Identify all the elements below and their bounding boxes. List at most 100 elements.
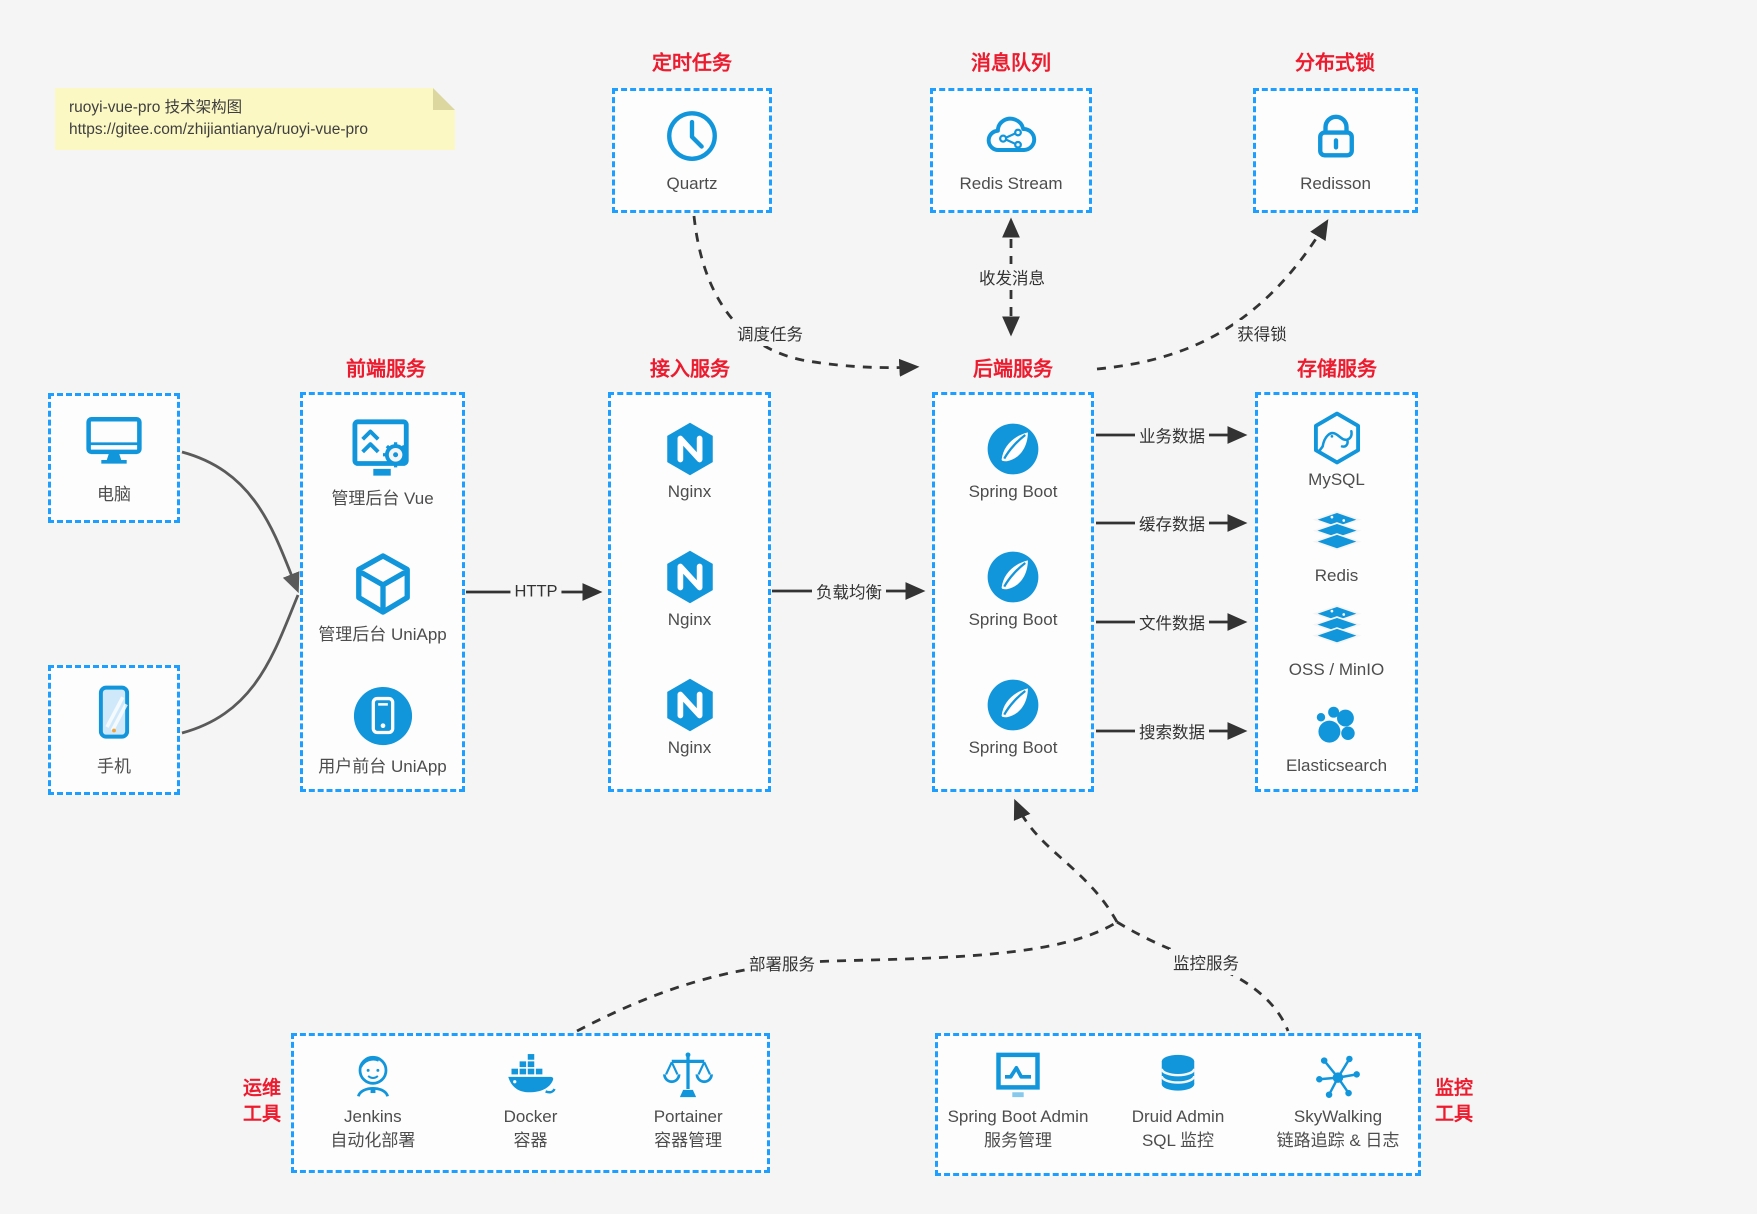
- nginx-hexagon-icon: [662, 677, 718, 733]
- ops-item-jenkins: Jenkins 自动化部署: [294, 1050, 452, 1153]
- gateway-item-nginx-3: Nginx: [611, 677, 768, 758]
- node-label-nginx-3: Nginx: [667, 738, 712, 757]
- edge-label-cache-data: 缓存数据: [1135, 510, 1209, 536]
- client-pc-box: 电脑: [48, 393, 180, 523]
- node-label-nginx-1: Nginx: [667, 482, 712, 501]
- clock-icon: [664, 108, 720, 164]
- monitor-pulse-icon: [992, 1050, 1044, 1102]
- node-label-mobile: 手机: [97, 756, 131, 776]
- mysql-dolphin-icon: [1310, 411, 1364, 465]
- node-label-docker: Docker 容器: [504, 1105, 558, 1153]
- smartphone-icon: [86, 684, 142, 742]
- group-title-message-queue: 消息队列: [971, 52, 1051, 75]
- note-url: https://gitee.com/zhijiantianya/ruoyi-vu…: [69, 121, 368, 138]
- node-label-elasticsearch: Elasticsearch: [1285, 756, 1388, 775]
- monitoring-label-line2: 工具: [1434, 1104, 1473, 1125]
- docker-whale-icon: [505, 1050, 557, 1102]
- node-label-redis-stream: Redis Stream: [959, 173, 1063, 193]
- node-label-admin-vue: 管理后台 Vue: [331, 489, 434, 508]
- edge-label-acquire-lock: 获得锁: [1233, 320, 1291, 346]
- group-title-frontend: 前端服务: [346, 358, 426, 381]
- ops-item-portainer: Portainer 容器管理: [609, 1050, 767, 1153]
- node-label-user-uniapp: 用户前台 UniApp: [318, 757, 447, 776]
- node-label-jenkins: Jenkins 自动化部署: [330, 1105, 415, 1153]
- node-label-redis: Redis: [1314, 566, 1359, 585]
- node-label-portainer: Portainer 容器管理: [654, 1105, 723, 1153]
- message-queue-box: Redis Stream: [930, 88, 1092, 213]
- druid-desc: SQL 监控: [1141, 1131, 1215, 1150]
- jenkins-name: Jenkins: [344, 1107, 402, 1126]
- node-label-mysql: MySQL: [1308, 470, 1365, 489]
- storage-stack-icon: [1310, 601, 1364, 655]
- group-title-storage: 存储服务: [1297, 358, 1377, 381]
- elasticsearch-cluster-icon: [1310, 697, 1364, 751]
- storage-item-mysql: MySQL: [1258, 411, 1415, 490]
- sba-name: Spring Boot Admin: [947, 1107, 1089, 1126]
- distributed-lock-box: Redisson: [1253, 88, 1418, 213]
- cube-icon: [352, 553, 414, 615]
- sba-desc: 服务管理: [984, 1131, 1052, 1150]
- group-title-gateway: 接入服务: [650, 358, 730, 381]
- node-label-spring-1: Spring Boot: [968, 482, 1058, 501]
- skywalking-desc: 链路追踪 & 日志: [1276, 1131, 1400, 1150]
- backend-item-spring-1: Spring Boot: [935, 421, 1091, 502]
- nginx-hexagon-icon: [662, 421, 718, 477]
- node-label-spring-3: Spring Boot: [968, 738, 1058, 757]
- node-label-pc: 电脑: [97, 484, 131, 504]
- monitoring-label-line1: 监控: [1434, 1078, 1473, 1099]
- edge-label-search-data: 搜索数据: [1135, 718, 1209, 744]
- scales-icon: [662, 1050, 714, 1102]
- gateway-item-nginx-2: Nginx: [611, 549, 768, 630]
- sticky-note: ruoyi-vue-pro 技术架构图 https://gitee.com/zh…: [55, 88, 455, 150]
- ops-tools-side-label: 运维 工具: [232, 1076, 292, 1128]
- ops-tools-box: Jenkins 自动化部署 Docker 容器 Portainer 容器管理: [291, 1033, 770, 1173]
- node-label-oss-minio: OSS / MinIO: [1288, 660, 1385, 679]
- monitoring-item-skywalking: SkyWalking 链路追踪 & 日志: [1258, 1050, 1418, 1153]
- edge-label-http: HTTP: [510, 581, 562, 603]
- node-label-spring-2: Spring Boot: [968, 610, 1058, 629]
- node-label-nginx-2: Nginx: [667, 610, 712, 629]
- spring-leaf-icon: [985, 421, 1041, 477]
- frontend-item-admin-uniapp: 管理后台 UniApp: [303, 553, 462, 645]
- node-label-spring-boot-admin: Spring Boot Admin 服务管理: [948, 1105, 1089, 1153]
- frontend-box: 管理后台 Vue 管理后台 UniApp 用户前台 UniApp: [300, 392, 465, 792]
- edge-label-send-receive-message: 收发消息: [975, 264, 1049, 290]
- edge-label-business-data: 业务数据: [1135, 422, 1209, 448]
- network-nodes-icon: [1312, 1050, 1364, 1102]
- storage-box: MySQL Redis OSS / MinIO Elasticsearch: [1255, 392, 1418, 792]
- frontend-item-admin-vue: 管理后台 Vue: [303, 417, 462, 509]
- monitoring-item-spring-boot-admin: Spring Boot Admin 服务管理: [938, 1050, 1098, 1153]
- docker-name: Docker: [503, 1107, 558, 1126]
- group-title-scheduled-task: 定时任务: [652, 52, 732, 75]
- database-icon: [1152, 1050, 1204, 1102]
- ops-label-line1: 运维: [242, 1078, 281, 1099]
- storage-item-elasticsearch: Elasticsearch: [1258, 697, 1415, 776]
- ops-item-docker: Docker 容器: [452, 1050, 610, 1153]
- backend-box: Spring Boot Spring Boot Spring Boot: [932, 392, 1094, 792]
- redis-stack-icon: [1310, 507, 1364, 561]
- ops-label-line2: 工具: [242, 1104, 281, 1125]
- skywalking-name: SkyWalking: [1293, 1107, 1383, 1126]
- jenkins-butler-icon: [347, 1050, 399, 1102]
- monitoring-item-druid: Druid Admin SQL 监控: [1098, 1050, 1258, 1153]
- node-label-quartz: Quartz: [666, 173, 718, 193]
- note-title: ruoyi-vue-pro 技术架构图: [69, 99, 243, 116]
- storage-item-redis: Redis: [1258, 507, 1415, 586]
- edge-label-schedule-task: 调度任务: [733, 320, 807, 346]
- scheduled-task-box: Quartz: [612, 88, 772, 213]
- backend-item-spring-3: Spring Boot: [935, 677, 1091, 758]
- node-label-admin-uniapp: 管理后台 UniApp: [318, 625, 447, 644]
- portainer-desc: 容器管理: [654, 1131, 723, 1150]
- node-label-redisson: Redisson: [1300, 173, 1371, 193]
- frontend-item-user-uniapp: 用户前台 UniApp: [303, 685, 462, 777]
- client-mobile-box: 手机: [48, 665, 180, 795]
- spring-leaf-icon: [985, 549, 1041, 605]
- client-merge-curves: [181, 450, 300, 735]
- spring-leaf-icon: [985, 677, 1041, 733]
- desktop-icon: [85, 412, 143, 470]
- group-title-distributed-lock: 分布式锁: [1295, 52, 1375, 75]
- node-label-skywalking: SkyWalking 链路追踪 & 日志: [1277, 1105, 1400, 1153]
- jenkins-desc: 自动化部署: [330, 1131, 416, 1150]
- edge-label-deploy-service: 部署服务: [745, 950, 819, 976]
- storage-item-oss-minio: OSS / MinIO: [1258, 601, 1415, 680]
